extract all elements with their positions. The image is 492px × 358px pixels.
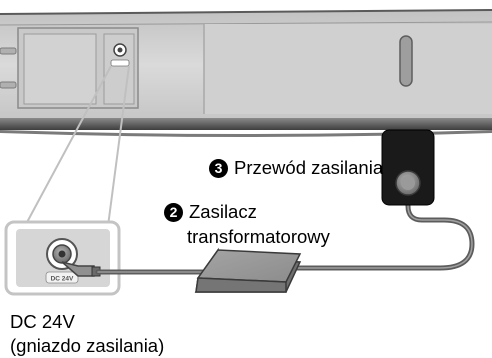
callout-number-2: 2	[164, 203, 183, 222]
power-cord-text: Przewód zasilania	[234, 157, 384, 178]
power-cord-label: 3 Przewód zasilania	[209, 157, 383, 179]
grille-panel	[203, 24, 492, 114]
ac-adapter-label: 2 Zasilacz transformatorowy	[164, 199, 330, 249]
side-notches	[0, 47, 17, 89]
ac-cable	[289, 187, 475, 271]
ac-adapter	[194, 247, 302, 293]
rear-panel	[17, 27, 139, 109]
jack-marking-text: DC 24V	[51, 276, 74, 283]
dc-jack-label: DC 24V (gniazdo zasilania)	[10, 310, 164, 358]
ac-adapter-line2: transformatorowy	[187, 226, 330, 247]
ac-adapter-line1: Zasilacz	[189, 201, 257, 222]
dc-jack-small	[110, 43, 130, 67]
dc-jack-line1: DC 24V	[10, 311, 75, 332]
zoom-inset	[4, 220, 121, 296]
callout-number-3: 3	[209, 159, 228, 178]
zoom-lines	[24, 65, 130, 227]
wall-outlet	[381, 129, 435, 206]
dc-jack-line2: (gniazdo zasilania)	[10, 335, 165, 356]
